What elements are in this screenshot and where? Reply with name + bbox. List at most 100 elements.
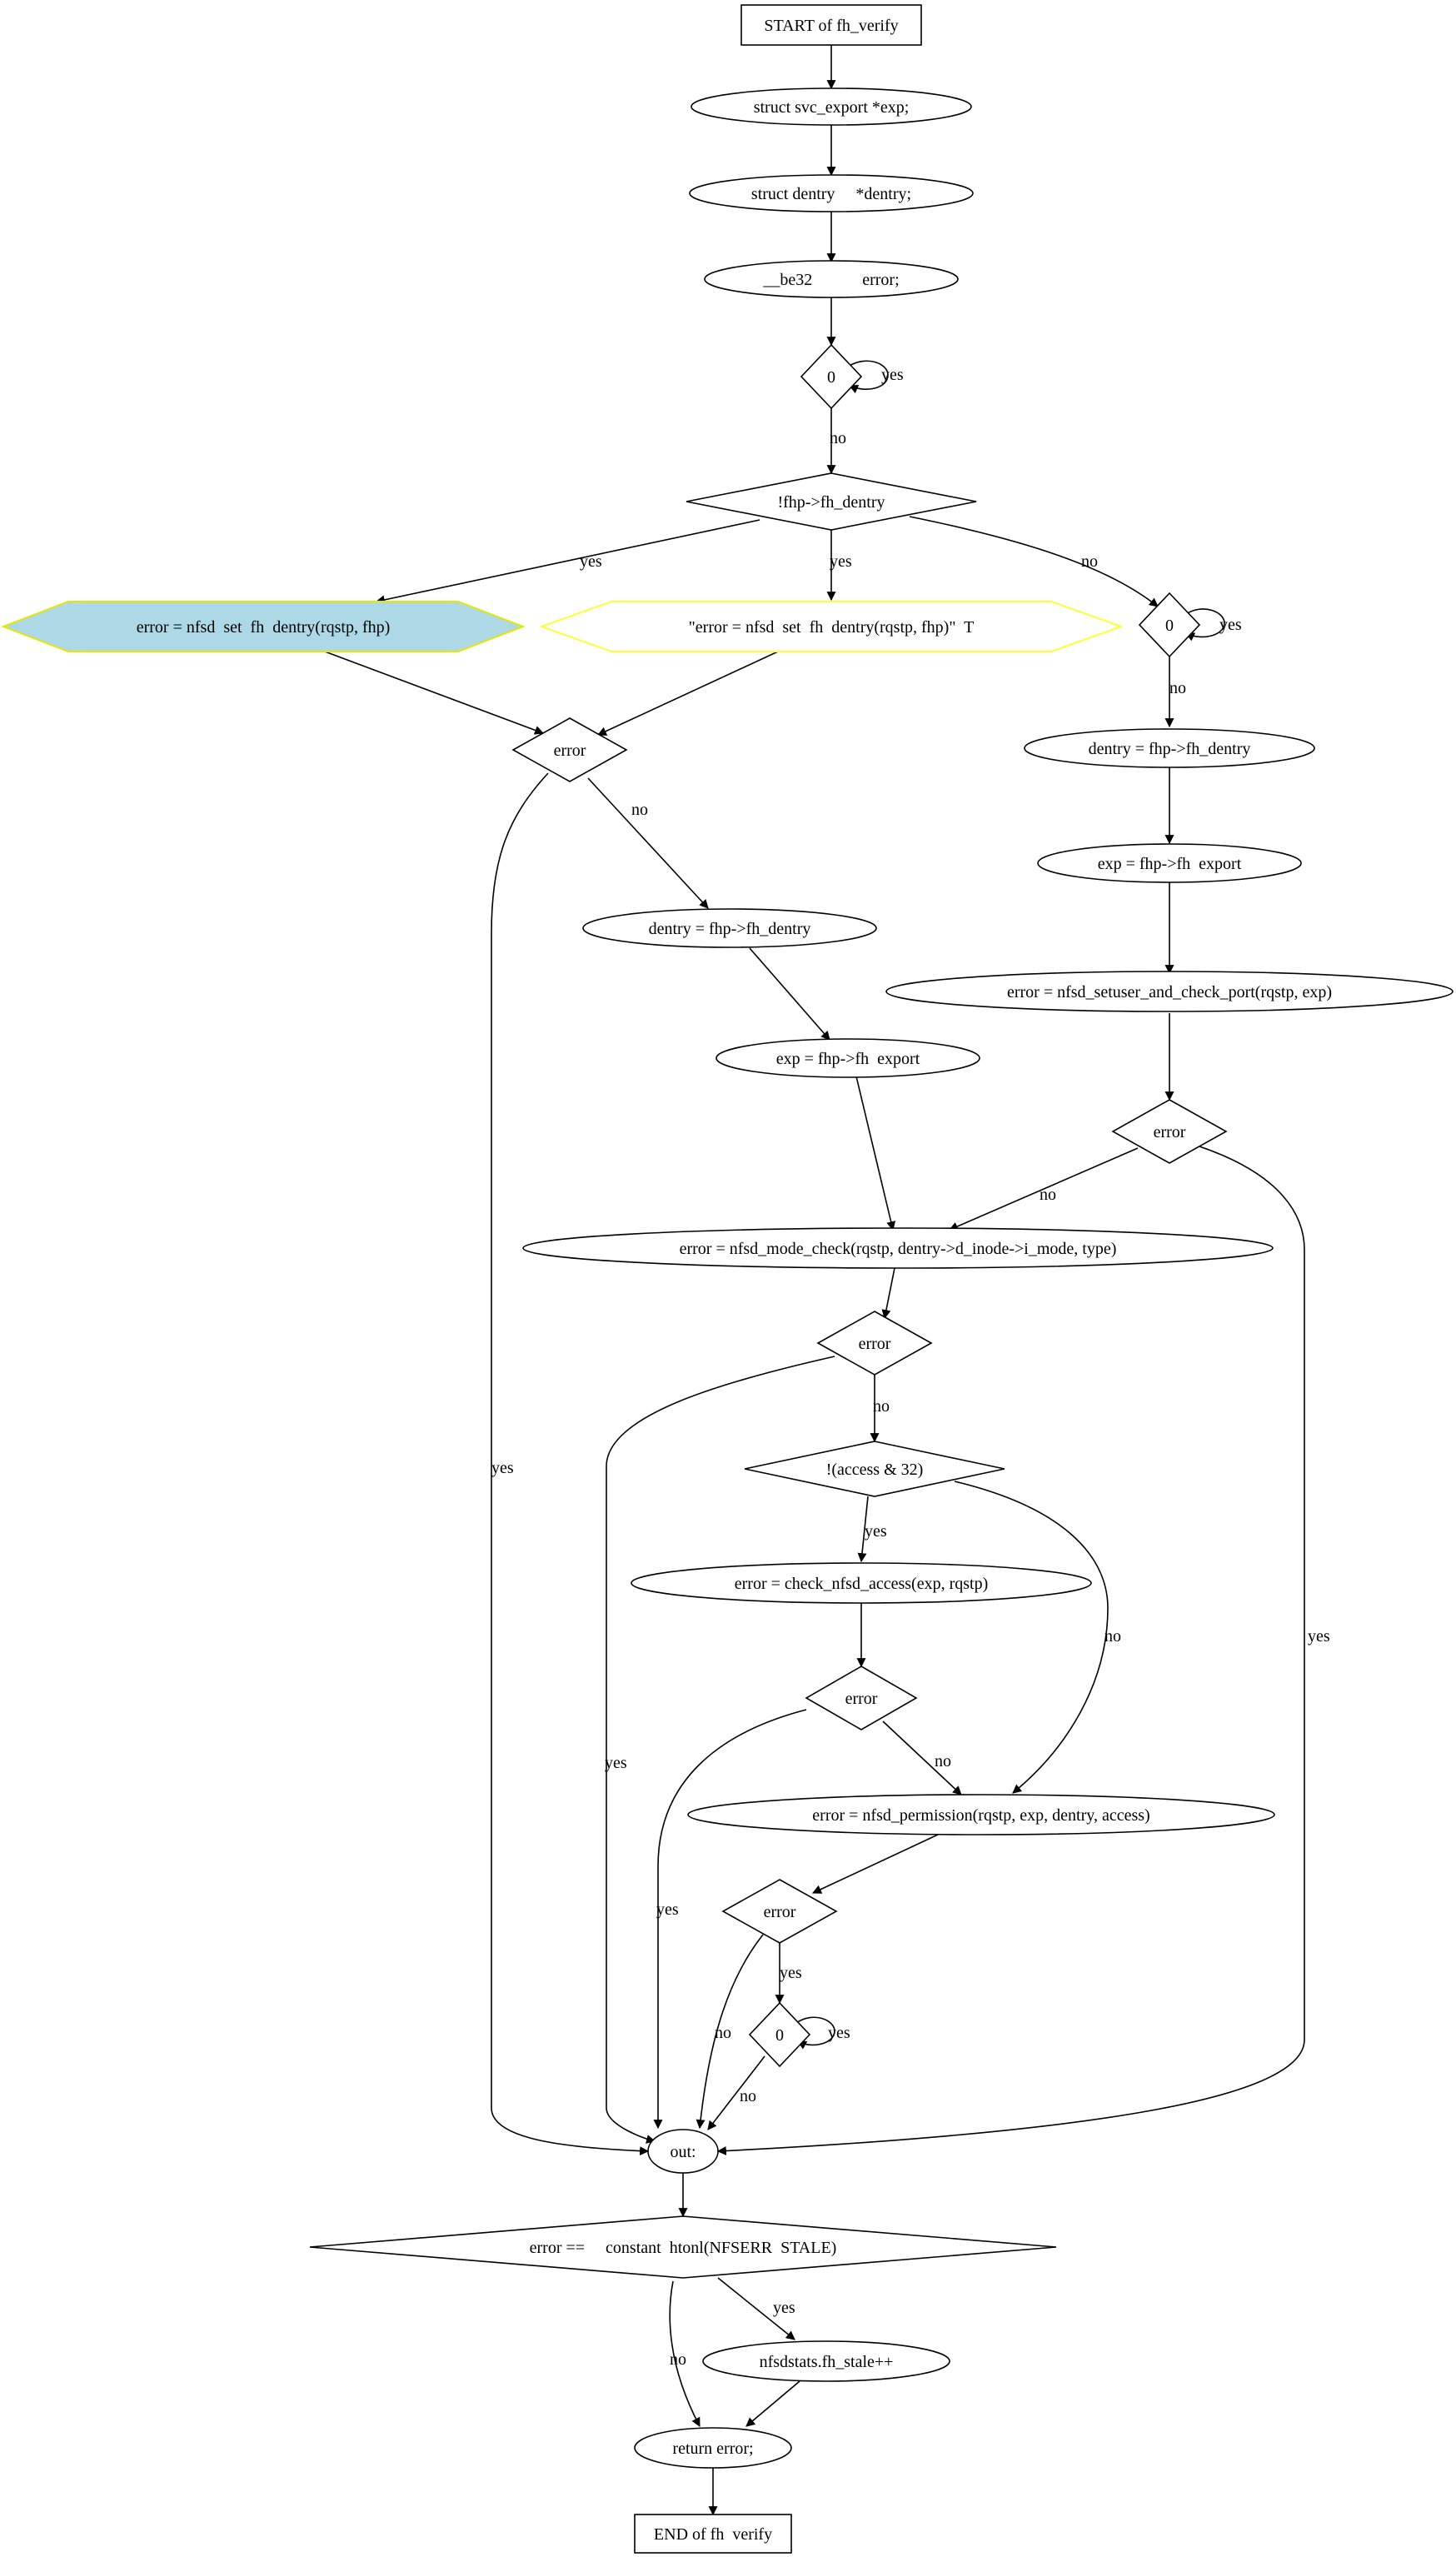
condition-error-3[interactable]: error bbox=[816, 1311, 933, 1376]
condition-zero-2[interactable]: 0 bbox=[1138, 592, 1201, 658]
condition-error-4-label: error bbox=[845, 1690, 878, 1708]
condition-fh-dentry[interactable]: !fhp->fh_dentry bbox=[686, 472, 977, 531]
edge-assign-exp-left-to-mode-check bbox=[855, 1076, 896, 1231]
edge-label: no bbox=[1040, 1186, 1056, 1204]
edge-zero3-self-loop bbox=[795, 2016, 835, 2050]
stale-increment-node[interactable]: nfsdstats.fh_stale++ bbox=[702, 2340, 950, 2382]
edge-error1-to-out bbox=[491, 772, 650, 2156]
edge-set-dentry-str-to-error1 bbox=[597, 651, 779, 736]
edge-error4-to-out bbox=[653, 1709, 807, 2130]
assign-dentry-right-node[interactable]: dentry = fhp->fh_dentry bbox=[1024, 728, 1315, 768]
permission-node[interactable]: error = nfsd_permission(rqstp, exp, dent… bbox=[687, 1794, 1275, 1835]
condition-error-3-label: error bbox=[859, 1335, 891, 1353]
condition-error-5[interactable]: error bbox=[721, 1879, 838, 1944]
set-dentry-label: error = nfsd set fh dentry(rqstp, fhp) bbox=[137, 618, 391, 637]
condition-fh-dentry-label: !fhp->fh_dentry bbox=[777, 493, 885, 512]
start-label: START of fh_verify bbox=[764, 17, 898, 35]
edge-error3-to-out bbox=[606, 1356, 835, 2144]
edge-set-dentry-to-error1 bbox=[324, 651, 545, 735]
edge-stale-to-return bbox=[669, 2280, 701, 2427]
edge-label: no bbox=[873, 1397, 890, 1416]
set-dentry-node[interactable]: error = nfsd set fh dentry(rqstp, fhp) bbox=[1, 601, 526, 652]
edge-label: no bbox=[715, 2024, 731, 2042]
edge-label: no bbox=[631, 801, 648, 819]
edge-label: yes bbox=[580, 552, 602, 571]
edge-mode-check-to-error3 bbox=[881, 1267, 895, 1320]
edge-access-to-check-access bbox=[857, 1496, 869, 1563]
assign-exp-right-label: exp = fhp->fh export bbox=[1098, 855, 1242, 873]
edge-permission-to-error5 bbox=[812, 1834, 939, 1894]
nodes: START of fh_verify struct svc_export *ex… bbox=[1, 4, 1454, 2554]
edge-zero1-self-loop bbox=[847, 360, 889, 394]
edge-assign-dentry-left-to-assign-exp-left bbox=[749, 947, 830, 1041]
declaration-exp-node[interactable]: struct svc_export *exp; bbox=[691, 87, 972, 126]
check-access-node[interactable]: error = check_nfsd_access(exp, rqstp) bbox=[631, 1562, 1092, 1604]
set-dentry-string-label: "error = nfsd set fh dentry(rqstp, fhp)"… bbox=[689, 618, 975, 637]
condition-zero-1-label: 0 bbox=[827, 368, 835, 387]
return-error-label: return error; bbox=[672, 2440, 753, 2458]
edge-label: yes bbox=[491, 1459, 514, 1477]
mode-check-node[interactable]: error = nfsd_mode_check(rqstp, dentry->d… bbox=[522, 1227, 1274, 1269]
edge-label: no bbox=[935, 1752, 951, 1770]
start-node[interactable]: START of fh_verify bbox=[740, 4, 922, 46]
edge-error5-to-out bbox=[696, 1934, 764, 2130]
edge-label: no bbox=[740, 2087, 756, 2105]
condition-zero-3[interactable]: 0 bbox=[748, 2001, 811, 2068]
edge-label: yes bbox=[1308, 1627, 1330, 1646]
edge-label: no bbox=[670, 2350, 686, 2369]
declaration-error-node[interactable]: __be32 error; bbox=[704, 260, 959, 298]
setuser-check-port-label: error = nfsd_setuser_and_check_port(rqst… bbox=[1007, 983, 1332, 1001]
condition-zero-1[interactable]: 0 bbox=[800, 343, 863, 410]
condition-access-label: !(access & 32) bbox=[826, 1461, 924, 1479]
setuser-check-port-node[interactable]: error = nfsd_setuser_and_check_port(rqst… bbox=[885, 971, 1454, 1012]
assign-exp-left-node[interactable]: exp = fhp->fh export bbox=[716, 1038, 980, 1078]
edge-error2-to-out bbox=[716, 1146, 1305, 2155]
permission-label: error = nfsd_permission(rqstp, exp, dent… bbox=[812, 1806, 1149, 1825]
edge-zero3-to-out bbox=[707, 2055, 765, 2130]
assign-dentry-left-label: dentry = fhp->fh_dentry bbox=[649, 920, 811, 938]
edge-label: yes bbox=[656, 1900, 679, 1919]
declaration-dentry-node[interactable]: struct dentry *dentry; bbox=[689, 174, 974, 212]
condition-error-4[interactable]: error bbox=[805, 1666, 918, 1730]
edge-error1-to-assign-dentry-left bbox=[587, 777, 709, 909]
set-dentry-string-node[interactable]: "error = nfsd set fh dentry(rqstp, fhp)"… bbox=[539, 601, 1124, 652]
end-label: END of fh verify bbox=[654, 2525, 772, 2544]
condition-error-2[interactable]: error bbox=[1111, 1099, 1228, 1164]
edge-label: yes bbox=[865, 1522, 887, 1541]
edge-labels: yes no yes yes no yes no no yes no yes n… bbox=[491, 366, 1330, 2369]
edge-label: yes bbox=[780, 1964, 802, 1982]
edge-label: yes bbox=[773, 2299, 795, 2317]
edge-error2-to-mode-check bbox=[948, 1147, 1139, 1231]
edge-label: no bbox=[1104, 1627, 1121, 1646]
edge-stale-to-increment bbox=[717, 2277, 795, 2340]
edges bbox=[324, 45, 1305, 2516]
condition-zero-2-label: 0 bbox=[1165, 617, 1174, 635]
condition-access[interactable]: !(access & 32) bbox=[744, 1441, 1005, 1497]
return-error-node[interactable]: return error; bbox=[634, 2427, 792, 2469]
edge-access-to-permission bbox=[954, 1481, 1109, 1794]
assign-exp-right-node[interactable]: exp = fhp->fh export bbox=[1037, 843, 1302, 883]
condition-zero-3-label: 0 bbox=[775, 2026, 784, 2045]
condition-error-1[interactable]: error bbox=[511, 717, 628, 782]
condition-error-2-label: error bbox=[1154, 1123, 1186, 1141]
condition-error-1-label: error bbox=[554, 742, 586, 760]
edge-label: no bbox=[830, 429, 846, 447]
out-label-text: out: bbox=[670, 2143, 696, 2161]
condition-error-5-label: error bbox=[764, 1903, 796, 1921]
edge-fh-to-zero2 bbox=[909, 516, 1159, 607]
condition-stale[interactable]: error == constant htonl(NFSERR STALE) bbox=[309, 2215, 1057, 2279]
assign-exp-left-label: exp = fhp->fh export bbox=[776, 1050, 920, 1068]
stale-increment-label: nfsdstats.fh_stale++ bbox=[760, 2353, 894, 2371]
check-access-label: error = check_nfsd_access(exp, rqstp) bbox=[735, 1575, 988, 1593]
out-label-node[interactable]: out: bbox=[647, 2129, 719, 2174]
condition-stale-label: error == constant htonl(NFSERR STALE) bbox=[530, 2239, 837, 2257]
assign-dentry-right-label: dentry = fhp->fh_dentry bbox=[1089, 740, 1251, 758]
end-node[interactable]: END of fh verify bbox=[634, 2514, 792, 2554]
edge-label: yes bbox=[830, 552, 852, 571]
declaration-exp-label: struct svc_export *exp; bbox=[754, 98, 910, 117]
edge-label: yes bbox=[605, 1754, 627, 1772]
edge-increment-to-return bbox=[745, 2380, 800, 2427]
edge-zero2-self-loop bbox=[1185, 608, 1225, 642]
assign-dentry-left-node[interactable]: dentry = fhp->fh_dentry bbox=[582, 908, 877, 948]
